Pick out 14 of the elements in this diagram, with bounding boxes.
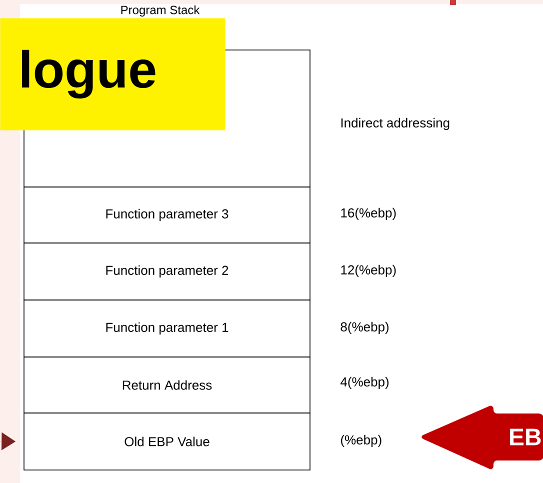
address-label: 4(%ebp) [340, 376, 389, 390]
stack-cell: Function parameter 2 [24, 242, 310, 300]
stack-cell: Function parameter 1 [24, 300, 310, 358]
stack-cell: Old EBP Value [24, 412, 310, 470]
stack-cell: Function parameter 3 [24, 186, 310, 244]
address-label: 8(%ebp) [340, 322, 389, 334]
stack-title: Program Stack [121, 5, 200, 17]
address-label: 12(%ebp) [341, 264, 396, 278]
arrow [0, 432, 16, 450]
stack-cell: Return Address [24, 356, 310, 414]
address-label: (%ebp) [341, 434, 382, 448]
address-label: 16(%ebp) [341, 208, 396, 220]
address-label: Indirect addressing [341, 118, 450, 130]
title-banner: logue [0, 18, 226, 130]
